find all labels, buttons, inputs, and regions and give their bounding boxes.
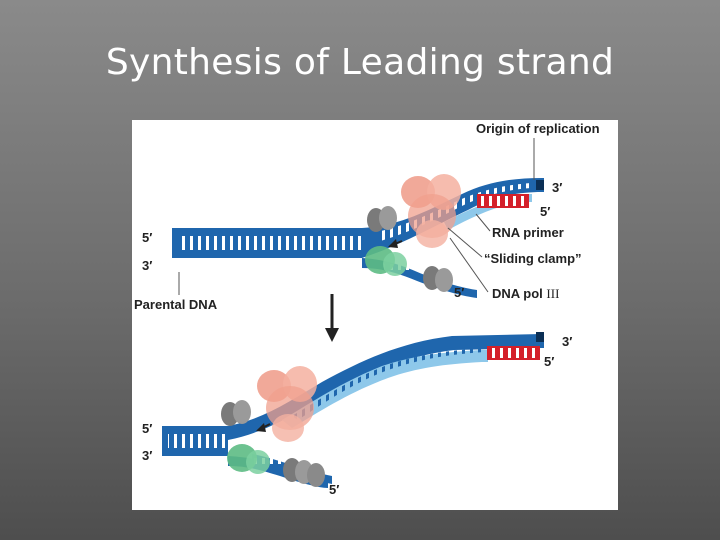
bottom-sliding-clamp (227, 444, 270, 474)
sliding-clamp-label: “Sliding clamp” (484, 251, 582, 266)
origin-label: Origin of replication (476, 121, 600, 136)
top-five-prime-label: 5′ (540, 204, 550, 219)
dna-pol-prefix: DNA pol (492, 286, 546, 301)
top-three-prime-label: 3′ (552, 180, 562, 195)
bottom-direction-arrowhead (256, 423, 266, 432)
top-origin-marker (536, 180, 544, 190)
step-arrow (325, 294, 339, 342)
top-left-five-label: 5′ (142, 230, 152, 245)
bottom-rna-primer (487, 346, 540, 360)
bottom-panel: 3′ 5′ 5′ 3′ 5′ (142, 332, 572, 497)
top-sliding-clamp (365, 246, 407, 276)
rna-primer-label: RNA primer (492, 225, 564, 240)
bottom-helicase (221, 400, 325, 487)
top-panel: Origin of replication RNA primer “Slidin… (134, 121, 600, 312)
bottom-left-five-label: 5′ (142, 421, 152, 436)
top-helicase (367, 206, 453, 292)
bottom-left-three-label: 3′ (142, 448, 152, 463)
top-direction-arrowhead (388, 239, 398, 248)
top-rna-primer (477, 194, 529, 208)
rna-primer-leader-line (475, 213, 491, 232)
bottom-parental-duplex (162, 426, 228, 456)
clamp-leader-line (447, 227, 483, 258)
replication-figure: Origin of replication RNA primer “Slidin… (132, 120, 618, 510)
slide-title: Synthesis of Leading strand (105, 42, 615, 83)
top-dna-pol-iii (401, 174, 461, 248)
bottom-five-prime-label: 5′ (544, 354, 554, 369)
top-parental-duplex (172, 228, 362, 258)
bottom-dna-pol-iii (257, 366, 317, 442)
top-left-three-label: 3′ (142, 258, 152, 273)
dna-pol-numeral: III (546, 286, 559, 301)
parental-dna-label: Parental DNA (134, 297, 218, 312)
pol-leader-line (449, 237, 489, 293)
top-bottom-five-label: 5′ (454, 285, 464, 300)
bottom-origin-marker (536, 332, 544, 342)
replication-diagram: Origin of replication RNA primer “Slidin… (134, 121, 600, 497)
dna-pol-label: DNA pol III (492, 286, 559, 301)
bottom-three-prime-label: 3′ (562, 334, 572, 349)
bottom-bottom-five-label: 5′ (329, 482, 339, 497)
